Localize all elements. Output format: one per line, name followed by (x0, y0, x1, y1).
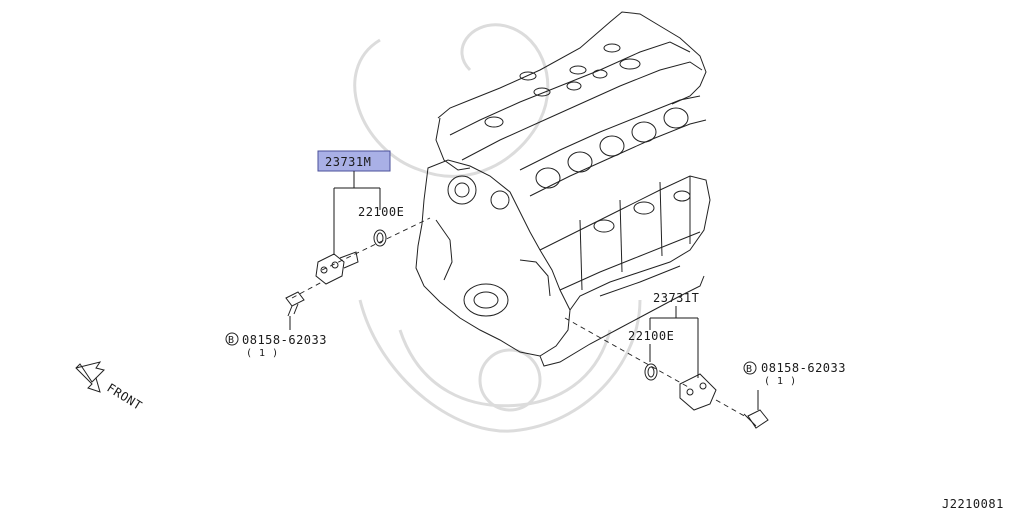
diagram-id: J2210081 (942, 497, 1004, 511)
upper-oring-part[interactable]: 22100E (358, 205, 404, 247)
part-label-23731M: 23731M (325, 155, 371, 169)
lower-oring-part[interactable]: 22100E (628, 329, 674, 381)
watermark-emblem (353, 23, 642, 433)
part-label-22100E-lower: 22100E (628, 329, 674, 343)
bolt-icon[interactable]: B 08158-62033 ( 1 ) (743, 361, 846, 429)
bolt-icon[interactable]: B 08158-62033 ( 1 ) (225, 291, 327, 359)
quantity-label-left: ( 1 ) (246, 348, 279, 359)
front-arrow-icon: FRONT (75, 361, 145, 413)
part-label-23731T: 23731T (653, 291, 699, 305)
part-label-08158-62033-left: 08158-62033 (242, 333, 327, 347)
part-label-08158-62033-right: 08158-62033 (761, 361, 846, 375)
engine-block-icon (415, 11, 711, 367)
upper-sensor-dashed-line (291, 217, 431, 299)
front-label: FRONT (104, 381, 144, 413)
part-label-22100E-upper: 22100E (358, 205, 404, 219)
lower-sensor-dashed-line (564, 317, 749, 419)
bolt-symbol-right: B (746, 364, 753, 375)
quantity-label-right: ( 1 ) (764, 376, 797, 387)
lower-sensor-part[interactable]: 23731T (649, 291, 717, 411)
bolt-symbol-left: B (228, 335, 235, 346)
upper-sensor-part[interactable]: 23731M (315, 150, 391, 285)
